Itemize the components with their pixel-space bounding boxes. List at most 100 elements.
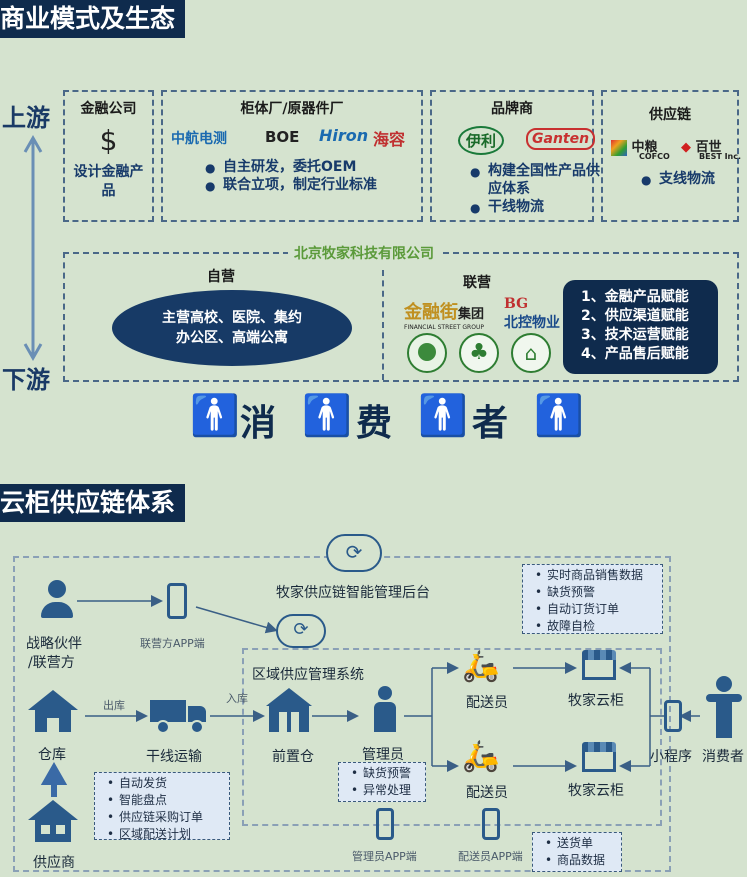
hiron-logo: Hiron: [319, 126, 369, 145]
section-title-business-model: 商业模式及生态: [0, 0, 186, 38]
miniapp-label: 小程序: [650, 749, 692, 765]
person-icon: 🚹: [190, 393, 240, 439]
ganten-logo: Ganten: [526, 128, 596, 150]
supply-bullet: 支线物流: [641, 170, 715, 189]
self-run-ellipse: 主营高校、医院、集约 办公区、高端公寓: [112, 290, 352, 366]
avic-logo: 中航电测: [171, 131, 227, 147]
finance-title: 金融公司: [80, 101, 137, 117]
trunk-label: 干线运输: [146, 749, 202, 765]
upstream-label: 上游: [2, 104, 50, 132]
note-item: 供应链采购订单: [107, 809, 223, 826]
factory-box: 柜体厂/原器件厂 中航电测 BOE Hiron 海容 自主研发，委托OEM 联合…: [161, 90, 423, 222]
best-en: BEST Inc.: [699, 152, 742, 161]
note-item: 商品数据: [545, 852, 615, 869]
warehouse-icon: [28, 690, 78, 734]
factory-bullet: 联合立项，制定行业标准: [205, 176, 423, 195]
cabinet-label-1: 牧家云柜: [568, 693, 624, 709]
cabinet-store-icon: [582, 650, 616, 682]
note-item: 智能盘点: [107, 792, 223, 809]
brand-bullet: 构建全国性产品供应体系: [470, 162, 608, 198]
notes-left: 自动发货 智能盘点 供应链采购订单 区域配送计划: [94, 772, 230, 843]
empower-item: 4、产品售后赋能: [581, 346, 689, 362]
motorbike-icon: 🛵: [462, 649, 500, 684]
hisense-logo: 海容: [373, 130, 406, 149]
emblem-icon: ⌂: [511, 333, 551, 373]
note-item: 区域配送计划: [107, 826, 223, 843]
note-item: 异常处理: [351, 782, 419, 799]
outbound-label: 出库: [103, 699, 125, 712]
clover-icon: ♣: [459, 333, 499, 373]
note-item: 自动订货订单: [535, 601, 656, 618]
note-item: 缺货预警: [535, 584, 656, 601]
fs-en: FINANCIAL STREET GROUP: [404, 324, 484, 331]
joint-title: 联营: [463, 275, 491, 291]
notes-top: 实时商品销售数据 缺货预警 自动订货订单 故障自检: [522, 564, 663, 635]
consumer-char: 费: [356, 403, 393, 444]
company-name: 北京牧家科技有限公司: [288, 243, 440, 263]
empower-item: 3、技术运营赋能: [581, 327, 689, 343]
inbound-label: 入库: [226, 692, 248, 705]
cofco-cn: 中粮: [631, 140, 658, 155]
best-icon: ◆: [681, 140, 691, 155]
finance-item: 设计金融产品: [73, 164, 144, 199]
warehouse-label: 仓库: [38, 747, 66, 763]
cabinet-store-icon: [582, 742, 616, 774]
fs-group: 集团: [458, 307, 485, 322]
backend-label: 牧家供应链智能管理后台: [276, 585, 430, 601]
phone-icon: [376, 808, 394, 840]
supply-bullets: 支线物流: [641, 170, 715, 189]
courier-label-1: 配送员: [466, 695, 508, 711]
cofco-en: COFCO: [639, 152, 670, 161]
person-icon: 🚹: [534, 393, 584, 439]
barn-icon: [266, 688, 312, 734]
regional-label: 区域供应管理系统: [252, 667, 364, 683]
brand-title: 品牌商: [491, 101, 533, 117]
factory-bullet: 自主研发，委托OEM: [205, 158, 423, 177]
cofco-cube-icon: [611, 139, 627, 156]
partner-line1: 战略伙伴: [26, 636, 82, 652]
note-item: 缺货预警: [351, 765, 419, 782]
note-item: 自动发货: [107, 775, 223, 792]
bg-property: 北控物业: [504, 315, 560, 331]
factory-bullets: 自主研发，委托OEM 联合立项，制定行业标准: [205, 158, 423, 195]
note-item: 故障自检: [535, 618, 656, 635]
supply-chain-box: 供应链 中粮 COFCO ◆ 百世 BEST Inc. 支线物流: [601, 90, 741, 222]
cloud-sync-icon: ⟳: [276, 614, 326, 648]
self-run-line1: 主营高校、医院、集约: [162, 310, 302, 326]
self-run-title: 自营: [207, 269, 235, 285]
downstream-label: 下游: [2, 366, 50, 394]
best-logo: ◆ 百世 BEST Inc.: [681, 136, 741, 161]
fs-cn: 金融街: [404, 302, 458, 323]
inner-frame: [242, 648, 662, 826]
notes-app: 送货单 商品数据: [532, 832, 622, 872]
finance-company-box: 金融公司 $ 设计金融产品: [63, 90, 154, 222]
empower-box: 1、金融产品赋能 2、供应渠道赋能 3、技术运营赋能 4、产品售后赋能: [563, 280, 718, 374]
seal-icon: [407, 333, 447, 373]
truck-icon: [150, 698, 206, 734]
person-icon: 🚹: [418, 393, 468, 439]
section-title-cloud-cabinet: 云柜供应链体系: [0, 484, 186, 522]
cofco-logo: 中粮 COFCO: [611, 136, 670, 161]
note-item: 实时商品销售数据: [535, 567, 656, 584]
note-item: 送货单: [545, 835, 615, 852]
company-divider: [382, 270, 384, 380]
consumer-person-icon: [704, 676, 744, 742]
boe-logo: BOE: [265, 128, 300, 146]
cabinet-label-2: 牧家云柜: [568, 783, 624, 799]
consumer-char: 者: [472, 403, 509, 444]
motorbike-icon: 🛵: [462, 739, 500, 774]
courier-app-label: 配送员APP端: [458, 850, 523, 863]
consumer-char: 消: [240, 403, 277, 444]
phone-icon: [482, 808, 500, 840]
phone-icon: [664, 700, 682, 732]
phone-icon: [167, 583, 187, 619]
consumer-row: 🚹 消 🚹 费 🚹 者 🚹: [190, 392, 590, 444]
money-icon: $: [99, 124, 118, 157]
brand-box: 品牌商 伊利 Ganten 构建全国性产品供应体系 干线物流: [430, 90, 600, 222]
manager-label: 管理员: [362, 747, 404, 763]
supplier-house-icon: [28, 800, 78, 844]
best-cn: 百世: [695, 140, 722, 155]
front-warehouse-label: 前置仓: [272, 749, 314, 765]
bg-mark: BG: [504, 296, 529, 312]
